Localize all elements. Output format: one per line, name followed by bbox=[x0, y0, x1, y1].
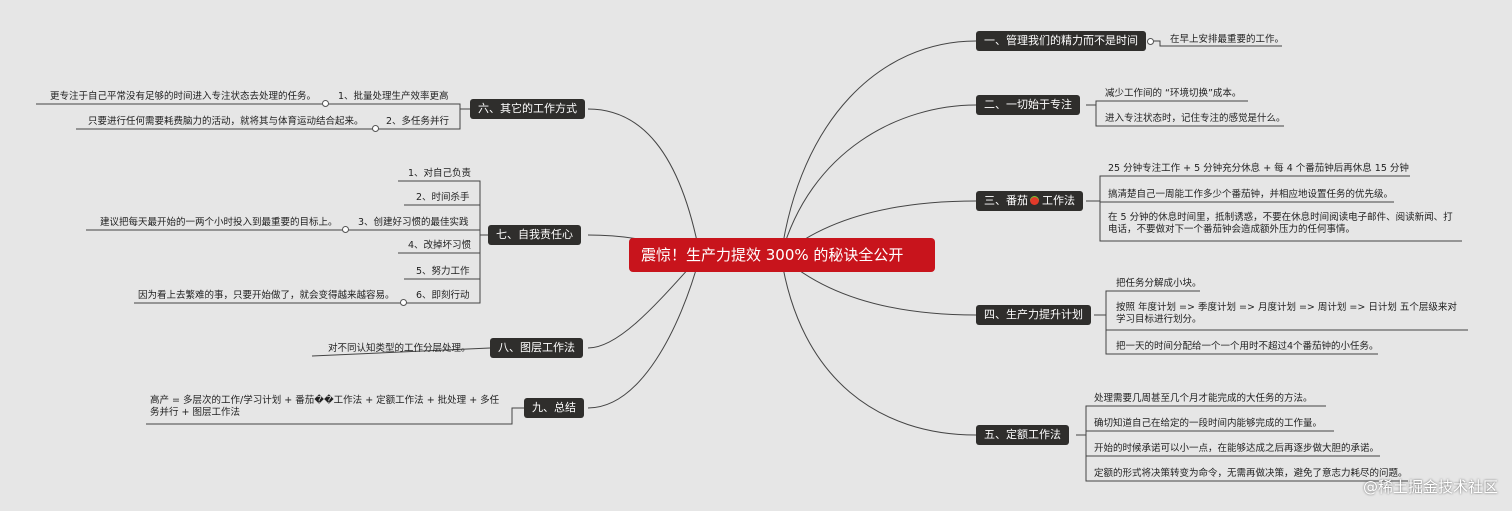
root-node[interactable]: 震惊！生产力提效 300% 的秘诀全公开 bbox=[629, 238, 935, 272]
connector-dot bbox=[1147, 38, 1154, 45]
branch-node-7[interactable]: 七、自我责任心 bbox=[488, 225, 581, 245]
sub-6-2: 2、多任务并行 bbox=[386, 116, 450, 127]
leaf-4-1: 把任务分解成小块。 bbox=[1116, 278, 1202, 289]
branch-node-9[interactable]: 九、总结 bbox=[524, 398, 584, 418]
sub-7-3: 3、创建好习惯的最佳实践 bbox=[358, 217, 469, 228]
branch-node-1[interactable]: 一、管理我们的精力而不是时间 bbox=[976, 31, 1146, 51]
leaf-5-2: 确切知道自己在给定的一段时间内能够完成的工作量。 bbox=[1094, 418, 1323, 429]
branch-line-5 bbox=[780, 255, 977, 436]
detail-6-2: 只要进行任何需要耗费脑力的活动，就将其与体育运动结合起来。 bbox=[88, 116, 364, 127]
connector-dot bbox=[400, 299, 407, 306]
detail-7-3: 建议把每天最开始的一两个小时投入到最重要的目标上。 bbox=[100, 217, 338, 228]
branch-line-6 bbox=[587, 108, 701, 257]
branch-node-8[interactable]: 八、图层工作法 bbox=[490, 338, 583, 358]
sub-7-2: 2、时间杀手 bbox=[416, 192, 470, 203]
leaf-5-1: 处理需要几周甚至几个月才能完成的大任务的方法。 bbox=[1094, 393, 1313, 404]
branch-line-2 bbox=[780, 104, 977, 257]
leaf-4-2: 按照 年度计划 => 季度计划 => 月度计划 => 周计划 => 日计划 五个… bbox=[1116, 302, 1457, 325]
leaf-3-2: 搞清楚自己一周能工作多少个番茄钟，并相应地设置任务的优先级。 bbox=[1108, 189, 1394, 200]
connector-dot bbox=[322, 100, 329, 107]
leaf-1-1: 在早上安排最重要的工作。 bbox=[1170, 34, 1285, 45]
branch-line-9 bbox=[587, 255, 701, 409]
connector-dot bbox=[342, 226, 349, 233]
leaf-3-3: 在 5 分钟的休息时间里，抵制诱惑，不要在休息时间阅读电子邮件、阅读新闻、打电话… bbox=[1108, 212, 1453, 235]
branch-line-1 bbox=[780, 40, 977, 257]
connector-dot bbox=[372, 125, 379, 132]
branch-node-3-suffix: 工作法 bbox=[1042, 194, 1075, 207]
detail-7-6: 因为看上去繁难的事，只要开始做了，就会变得越来越容易。 bbox=[138, 290, 395, 301]
tomato-icon bbox=[1030, 196, 1039, 205]
branch-node-6[interactable]: 六、其它的工作方式 bbox=[470, 99, 585, 119]
sub-6-1: 1、批量处理生产效率更高 bbox=[338, 91, 449, 102]
branch-node-3[interactable]: 三、番茄 工作法 bbox=[976, 191, 1083, 211]
leaf-5-4: 定额的形式将决策转变为命令，无需再做决策，避免了意志力耗尽的问题。 bbox=[1094, 468, 1408, 479]
branch-node-3-title: 三、番茄 bbox=[984, 194, 1028, 207]
detail-9-1: 高产 = 多层次的工作/学习计划 + 番茄��工作法 + 定额工作法 + 批处理… bbox=[150, 395, 500, 418]
leaf-4-3: 把一天的时间分配给一个一个用时不超过4个番茄钟的小任务。 bbox=[1116, 341, 1379, 352]
watermark: @稀土掘金技术社区 bbox=[1362, 478, 1498, 496]
detail-8-1: 对不同认知类型的工作分层处理。 bbox=[328, 343, 471, 354]
branch-node-4[interactable]: 四、生产力提升计划 bbox=[976, 305, 1091, 325]
leaf-2-1: 减少工作间的 “环境切换”成本。 bbox=[1105, 88, 1242, 99]
branch-node-2[interactable]: 二、一切始于专注 bbox=[976, 95, 1080, 115]
sub-7-1: 1、对自己负责 bbox=[408, 168, 472, 179]
leaf-5-3: 开始的时候承诺可以小一点，在能够达成之后再逐步做大胆的承诺。 bbox=[1094, 443, 1380, 454]
detail-6-1: 更专注于自己平常没有足够的时间进入专注状态去处理的任务。 bbox=[50, 91, 317, 102]
sub-7-6: 6、即刻行动 bbox=[416, 290, 470, 301]
sub-7-4: 4、改掉坏习惯 bbox=[408, 240, 472, 251]
branch-node-5[interactable]: 五、定额工作法 bbox=[976, 425, 1069, 445]
leaf-3-1: 25 分钟专注工作 + 5 分钟充分休息 + 每 4 个番茄钟后再休息 15 分… bbox=[1108, 163, 1409, 174]
sub-7-5: 5、努力工作 bbox=[416, 266, 470, 277]
leaf-2-2: 进入专注状态时，记住专注的感觉是什么。 bbox=[1105, 113, 1286, 124]
